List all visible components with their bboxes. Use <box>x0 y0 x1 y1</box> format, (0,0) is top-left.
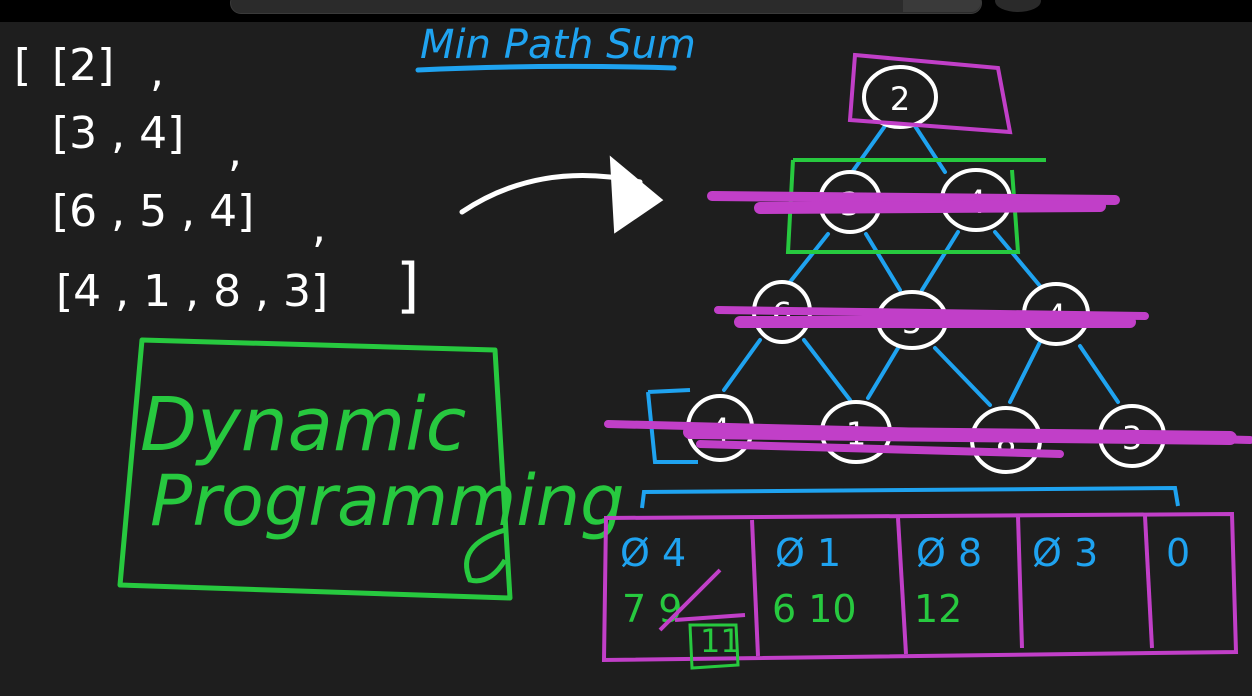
cell-highlight-bracket <box>646 388 698 464</box>
dp-label-line-1: Dynamic <box>140 382 466 468</box>
input-matrix: [ [2] , [3 , 4] , [6 , 5 , 4] , [4 , 1 ,… <box>14 40 419 321</box>
profile-button[interactable] <box>995 0 1041 12</box>
dp-cell: 6 10 <box>772 587 857 631</box>
matrix-comma: , <box>150 46 164 97</box>
dp-label-line-2: Programming <box>150 460 625 542</box>
tree-nodes <box>686 65 1166 474</box>
browser-top-bar <box>0 0 1252 22</box>
dp-cell: Ø 3 <box>1032 531 1098 575</box>
table-brace <box>640 485 1180 509</box>
dp-cell: 11 <box>700 622 741 660</box>
dp-label-box <box>117 337 513 601</box>
dp-cell: Ø 1 <box>775 531 841 575</box>
matrix-row-0: [2] <box>52 40 114 91</box>
dp-row-1: Ø 4 Ø 1 Ø 8 Ø 3 0 <box>620 531 1190 575</box>
dp-cell: 12 <box>914 587 962 631</box>
transform-arrow-head <box>609 155 664 234</box>
tree-edges <box>722 124 1120 407</box>
dp-crossouts <box>658 568 746 632</box>
root-highlight-box <box>847 52 1013 135</box>
page-title: Min Path Sum <box>420 22 696 68</box>
matrix-row-1: [3 , 4] <box>52 108 184 159</box>
matrix-row-3: [4 , 1 , 8 , 3] <box>56 266 328 317</box>
dp-cell: 0 <box>1166 531 1190 575</box>
dp-cell: 7 9 <box>622 587 682 631</box>
dp-cell: Ø 4 <box>620 531 686 575</box>
row-strikethroughs <box>604 191 1252 458</box>
matrix-comma: , <box>312 202 326 253</box>
title-underline <box>415 63 677 73</box>
matrix-open-bracket: [ <box>14 40 31 91</box>
tree-value: 2 <box>890 80 910 118</box>
matrix-row-2: [6 , 5 , 4] <box>52 186 254 237</box>
matrix-comma: , <box>228 126 242 177</box>
dp-cell-box <box>688 623 740 670</box>
dp-cell: Ø 8 <box>916 531 982 575</box>
tree-values: 2 3 4 6 5 4 4 1 8 3 <box>710 80 1142 461</box>
dp-label-scribble <box>464 527 508 584</box>
tree-node <box>862 65 938 129</box>
matrix-close-bracket: ] <box>396 251 419 321</box>
dp-table <box>601 511 1239 663</box>
dp-row-2: 7 9 6 10 12 <box>622 587 962 631</box>
address-bar-button[interactable] <box>903 0 981 12</box>
